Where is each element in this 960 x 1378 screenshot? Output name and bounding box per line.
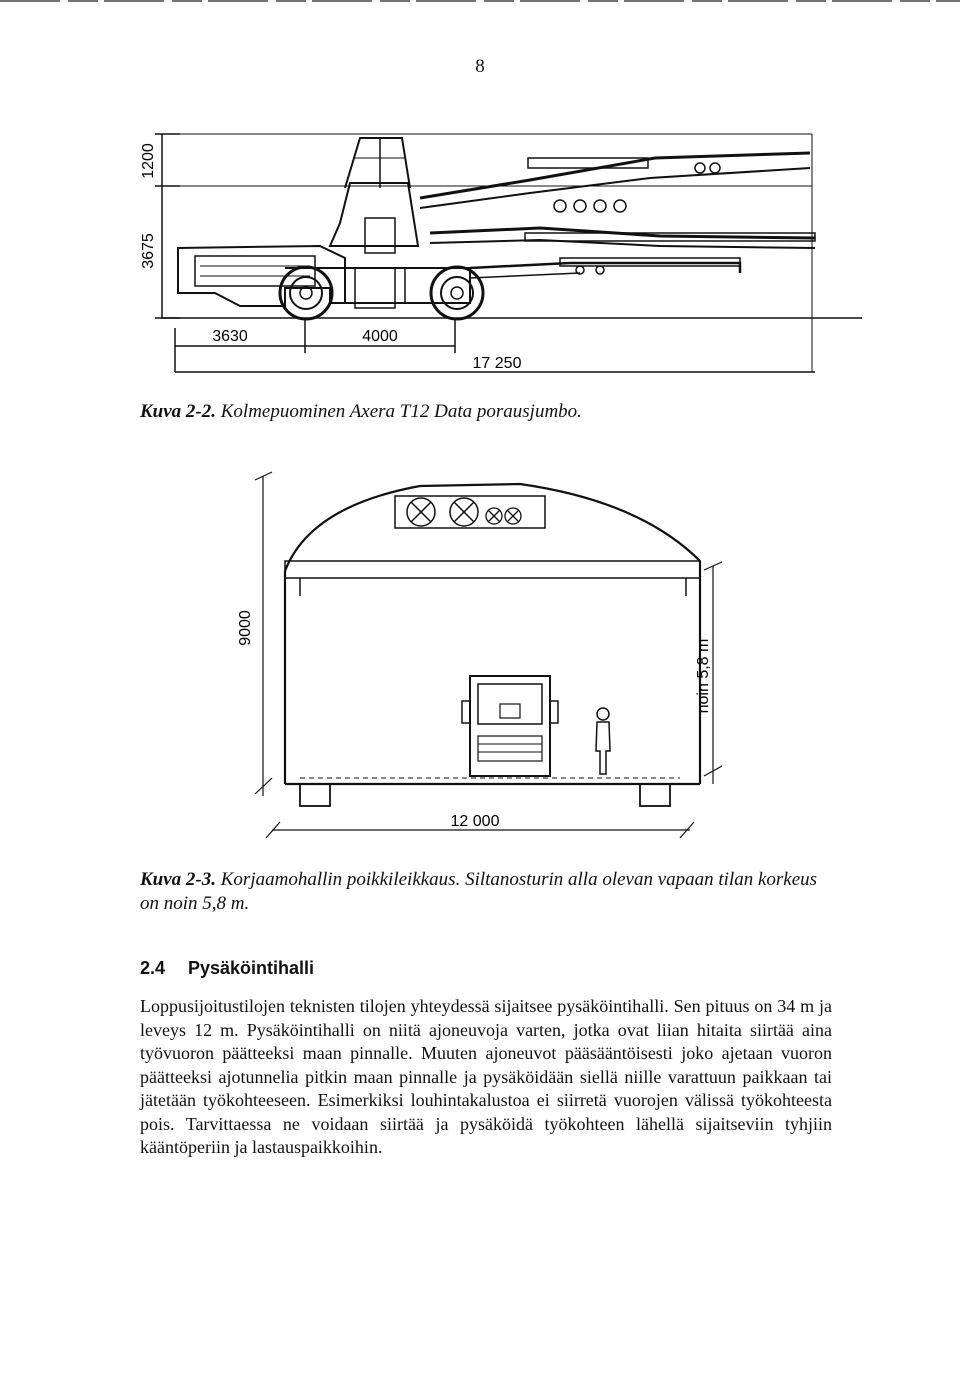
caption-label: Kuva 2-3. [140,869,216,890]
dim-total-length: 17 250 [473,355,522,372]
section-number: 2.4 [140,958,166,978]
page-number: 8 [475,56,485,77]
scan-top-edge [0,0,960,2]
dim-hall-width: 12 000 [451,813,500,830]
caption-text: Korjaamohallin poikkileikkaus. Siltanost… [140,869,818,914]
section-heading: 2.4 Pysäköintihalli [140,958,314,979]
dim-boom-height: 1200 [140,143,157,179]
body-paragraph: Loppusijoitustilojen teknisten tilojen y… [140,996,832,1157]
drilling-jumbo-drawing: 1200 3675 3630 4000 17 250 [140,133,862,373]
dim-wheelbase: 4000 [362,328,398,345]
hall-cross-section-drawing: 9000 noin 5,8 m 12 000 [237,471,723,839]
caption-label: Kuva 2-2. [140,401,216,422]
figure-caption-2-3: Kuva 2-3. Korjaamohallin poikkileikkaus.… [140,868,820,916]
dim-hall-height: 9000 [237,610,254,646]
section-title: Pysäköintihalli [188,958,315,978]
dim-front-overhang: 3630 [212,328,248,345]
caption-text: Kolmepuominen Axera T12 Data porausjumbo… [216,401,582,422]
dim-free-height: noin 5,8 m [695,639,712,714]
figure-caption-2-2: Kuva 2-2. Kolmepuominen Axera T12 Data p… [140,400,820,424]
dim-machine-height: 3675 [140,233,157,269]
